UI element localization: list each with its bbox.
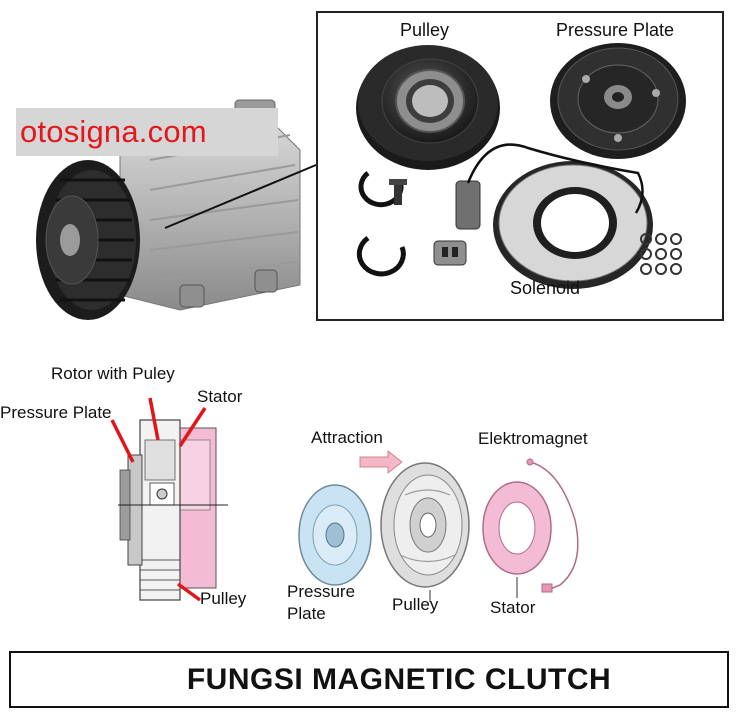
watermark-text: otosigna.com: [20, 114, 207, 149]
inset-parts-illustration: [356, 43, 686, 289]
title-box: FUNGSI MAGNETIC CLUTCH: [9, 651, 729, 708]
watermark-banner: otosigna.com: [16, 108, 278, 156]
inset-parts-panel: Pulley Pressure Plate Solenoid: [316, 11, 724, 321]
label-elektromagnet: Elektromagnet: [478, 429, 588, 448]
attraction-arrow: [359, 449, 403, 475]
label-inset-pressure-plate: Pressure Plate: [556, 20, 675, 40]
label-inset-pulley: Pulley: [400, 20, 450, 40]
label-pulley-exploded: Pulley: [392, 595, 439, 614]
label-attraction: Attraction: [311, 428, 383, 447]
inset-solenoid: [455, 143, 653, 289]
page-title: FUNGSI MAGNETIC CLUTCH: [186, 663, 612, 696]
exploded-view: [298, 449, 579, 602]
inset-pressure-plate: [550, 43, 686, 159]
label-pressure-plate-exploded-line2: Plate: [287, 604, 326, 623]
label-stator-cutaway: Stator: [197, 387, 243, 406]
inset-snap-rings: [356, 171, 407, 277]
callout-line: [164, 164, 317, 229]
inset-o-rings: [640, 233, 682, 275]
label-rotor-with-pulley: Rotor with Puley: [51, 364, 175, 383]
label-pulley-cutaway: Pulley: [200, 589, 247, 608]
label-inset-solenoid: Solenoid: [510, 278, 581, 298]
inset-pulley: [356, 45, 500, 170]
inset-connector: [433, 240, 467, 266]
compressor-illustration: [36, 99, 301, 320]
cutaway-diagram: [110, 397, 228, 602]
label-pressure-plate-cutaway: Pressure Plate: [0, 403, 112, 422]
label-pressure-plate-exploded-line1: Pressure: [287, 582, 356, 601]
label-stator-exploded: Stator: [490, 598, 536, 617]
